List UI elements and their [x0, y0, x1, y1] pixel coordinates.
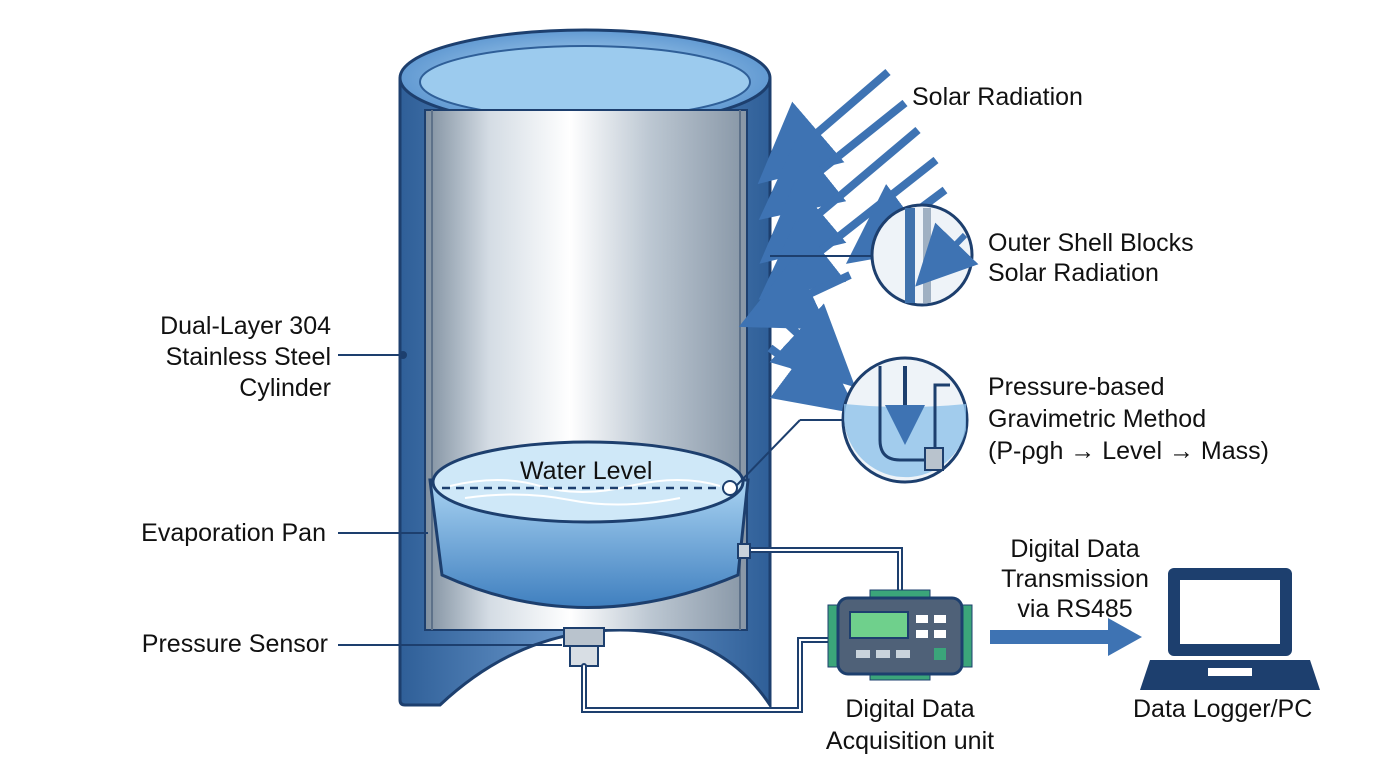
magnifier-circle-pressure: [735, 356, 969, 487]
data-acquisition-unit: [827, 589, 973, 681]
leader-lines: [338, 351, 562, 646]
outer-shell-label-line1: Outer Shell Blocks: [988, 229, 1194, 257]
pressure-method-label-line3: (P-ρgh → Level → Mass): [988, 437, 1269, 465]
pressure-method-label-line2: Gravimetric Method: [988, 405, 1207, 433]
daq-label-line2: Acquisition unit: [825, 727, 995, 755]
transmission-label-line3: via RS485: [1017, 595, 1133, 623]
pressure-sensor: [563, 627, 605, 667]
transmission-label-line2: Transmission: [1001, 565, 1149, 593]
data-logger-label: Data Logger/PC: [1133, 695, 1313, 723]
evaporation-pan: [428, 440, 750, 609]
cylinder-label-line1: Dual-Layer 304: [160, 312, 331, 340]
water-level-label: Water Level: [520, 457, 653, 485]
solar-ray-arrow: [738, 68, 948, 414]
transmission-arrow: [990, 618, 1142, 656]
cylinder-label-line3: Cylinder: [239, 374, 331, 402]
solar-radiation-label: Solar Radiation: [912, 83, 1083, 111]
pressure-sensor-label: Pressure Sensor: [141, 630, 328, 658]
cylinder-label-line2: Stainless Steel: [165, 343, 331, 371]
pressure-method-label-line1: Pressure-based: [988, 373, 1165, 401]
laptop-icon: [1140, 568, 1320, 690]
magnifier-circle-shell: [770, 203, 979, 307]
outer-shell-label-line2: Solar Radiation: [988, 259, 1159, 287]
daq-label-line1: Digital Data: [845, 695, 975, 723]
evaporation-pan-label: Evaporation Pan: [141, 519, 326, 547]
transmission-label-line1: Digital Data: [1010, 535, 1140, 563]
